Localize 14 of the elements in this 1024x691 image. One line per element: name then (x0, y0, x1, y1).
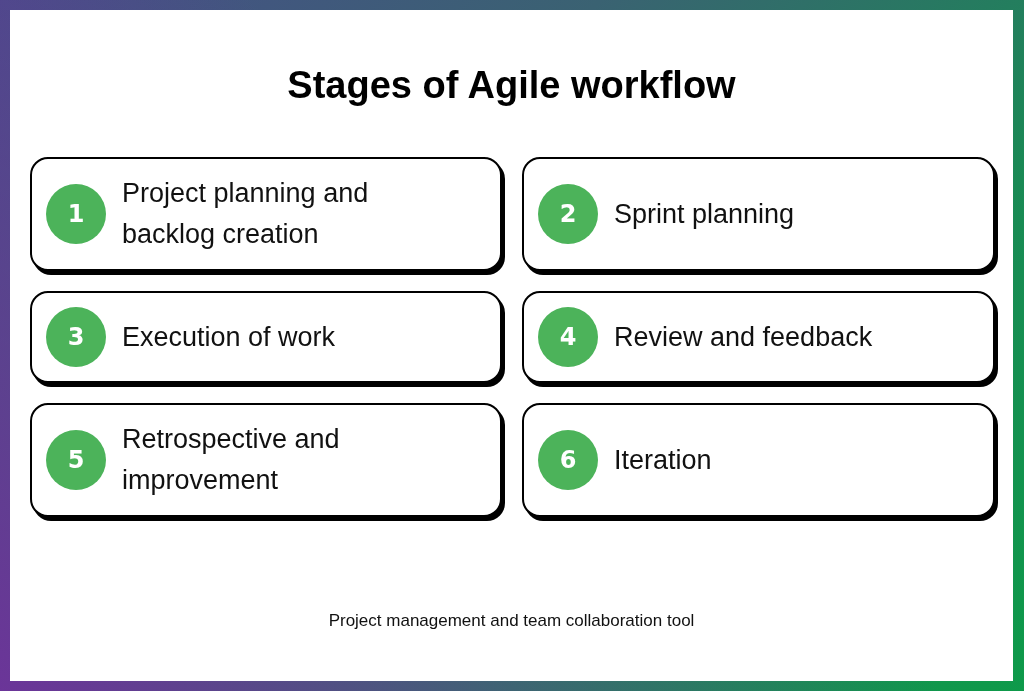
stage-label: Iteration (614, 443, 712, 477)
step-number-circle: 1 (46, 184, 106, 244)
step-number-circle: 6 (538, 430, 598, 490)
step-number-circle: 3 (46, 307, 106, 367)
step-number-circle: 4 (538, 307, 598, 367)
stage-label: Execution of work (122, 320, 336, 354)
diagram-title: Stages of Agile workflow (286, 63, 737, 108)
stage-label: Review and feedback (614, 320, 873, 354)
stage-label: Sprint planning (614, 197, 795, 231)
stage-label: Retrospective and improvement (122, 423, 341, 497)
step-number-circle: 5 (46, 430, 106, 490)
tagline-text: Project management and team collaboration tool (328, 611, 695, 630)
stage-label: Project planning and backlog creation (122, 177, 370, 251)
step-number-circle: 2 (538, 184, 598, 244)
